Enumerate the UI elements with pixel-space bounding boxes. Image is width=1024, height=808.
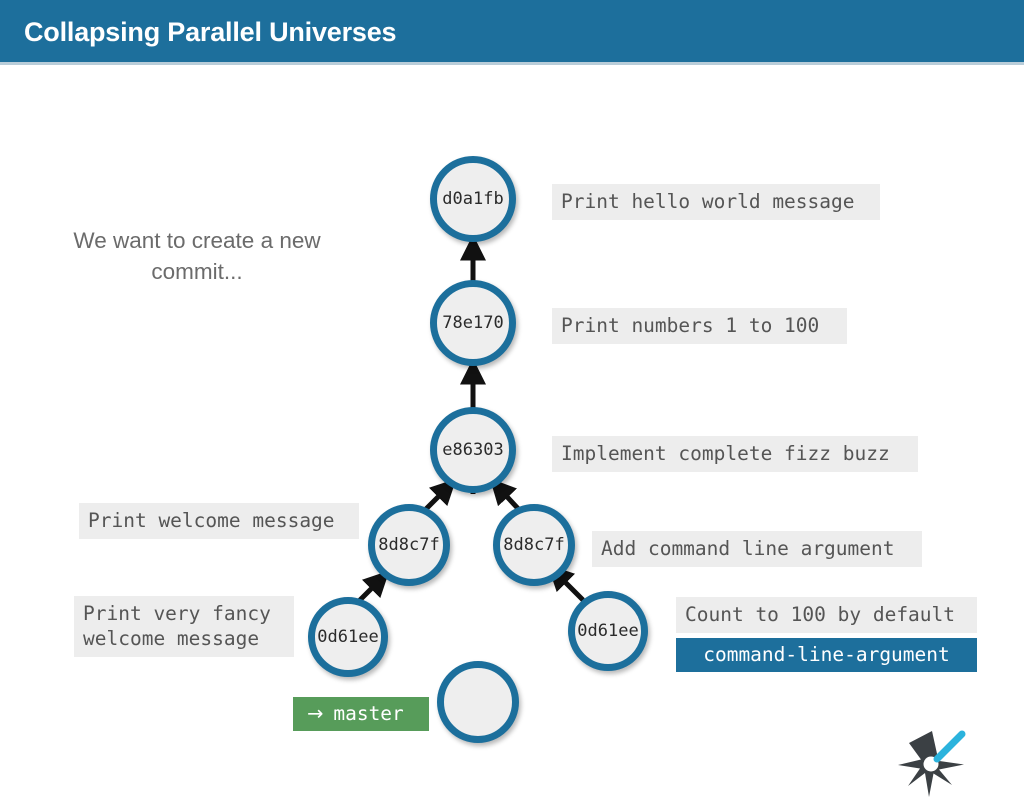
page-title: Collapsing Parallel Universes [24,17,397,47]
msg-add-cli-arg: Add command line argument [592,531,922,567]
commit-sha: e86303 [442,440,504,460]
branch-command-line-argument[interactable]: command-line-argument [676,638,977,672]
n-0d61ee-right[interactable]: 0d61ee [568,591,648,671]
msg-welcome: Print welcome message [79,503,359,539]
n-78e170[interactable]: 78e170 [430,280,516,366]
branch-name-label: command-line-argument [703,643,950,666]
starburst-logo [892,723,972,803]
commit-sha: 0d61ee [317,627,379,647]
n-8d8c7f-left[interactable]: 8d8c7f [368,504,450,586]
commit-graph: d0a1fb 78e170 e86303 8d8c7f 8d8c7f 0d61ee 0d61… [0,65,1024,797]
commit-sha: 78e170 [442,313,504,333]
branch-arrow-icon: → [307,702,324,725]
msg-hello-world: Print hello world message [552,184,880,220]
msg-numbers: Print numbers 1 to 100 [552,308,847,344]
n-e86303[interactable]: e86303 [430,407,516,493]
branch-master[interactable]: → master [293,697,429,731]
n-empty[interactable] [437,661,519,743]
header-underline-divider [0,62,1024,65]
n-d0a1fb[interactable]: d0a1fb [430,156,516,242]
branch-name-label: master [333,702,404,725]
msg-fizzbuzz: Implement complete fizz buzz [552,436,918,472]
msg-fancy-welcome: Print very fancy welcome message [74,596,294,657]
commit-sha: 8d8c7f [378,535,440,555]
n-8d8c7f-right[interactable]: 8d8c7f [493,504,575,586]
msg-count-default: Count to 100 by default [676,597,977,633]
intro-caption: We want to create a new commit... [73,228,321,284]
n-0d61ee-left[interactable]: 0d61ee [308,597,388,677]
slide-header: Collapsing Parallel Universes [0,0,1024,62]
cyan-ray-icon [933,730,966,763]
commit-sha: 0d61ee [577,621,639,641]
commit-sha: d0a1fb [442,189,504,209]
commit-sha: 8d8c7f [503,535,565,555]
